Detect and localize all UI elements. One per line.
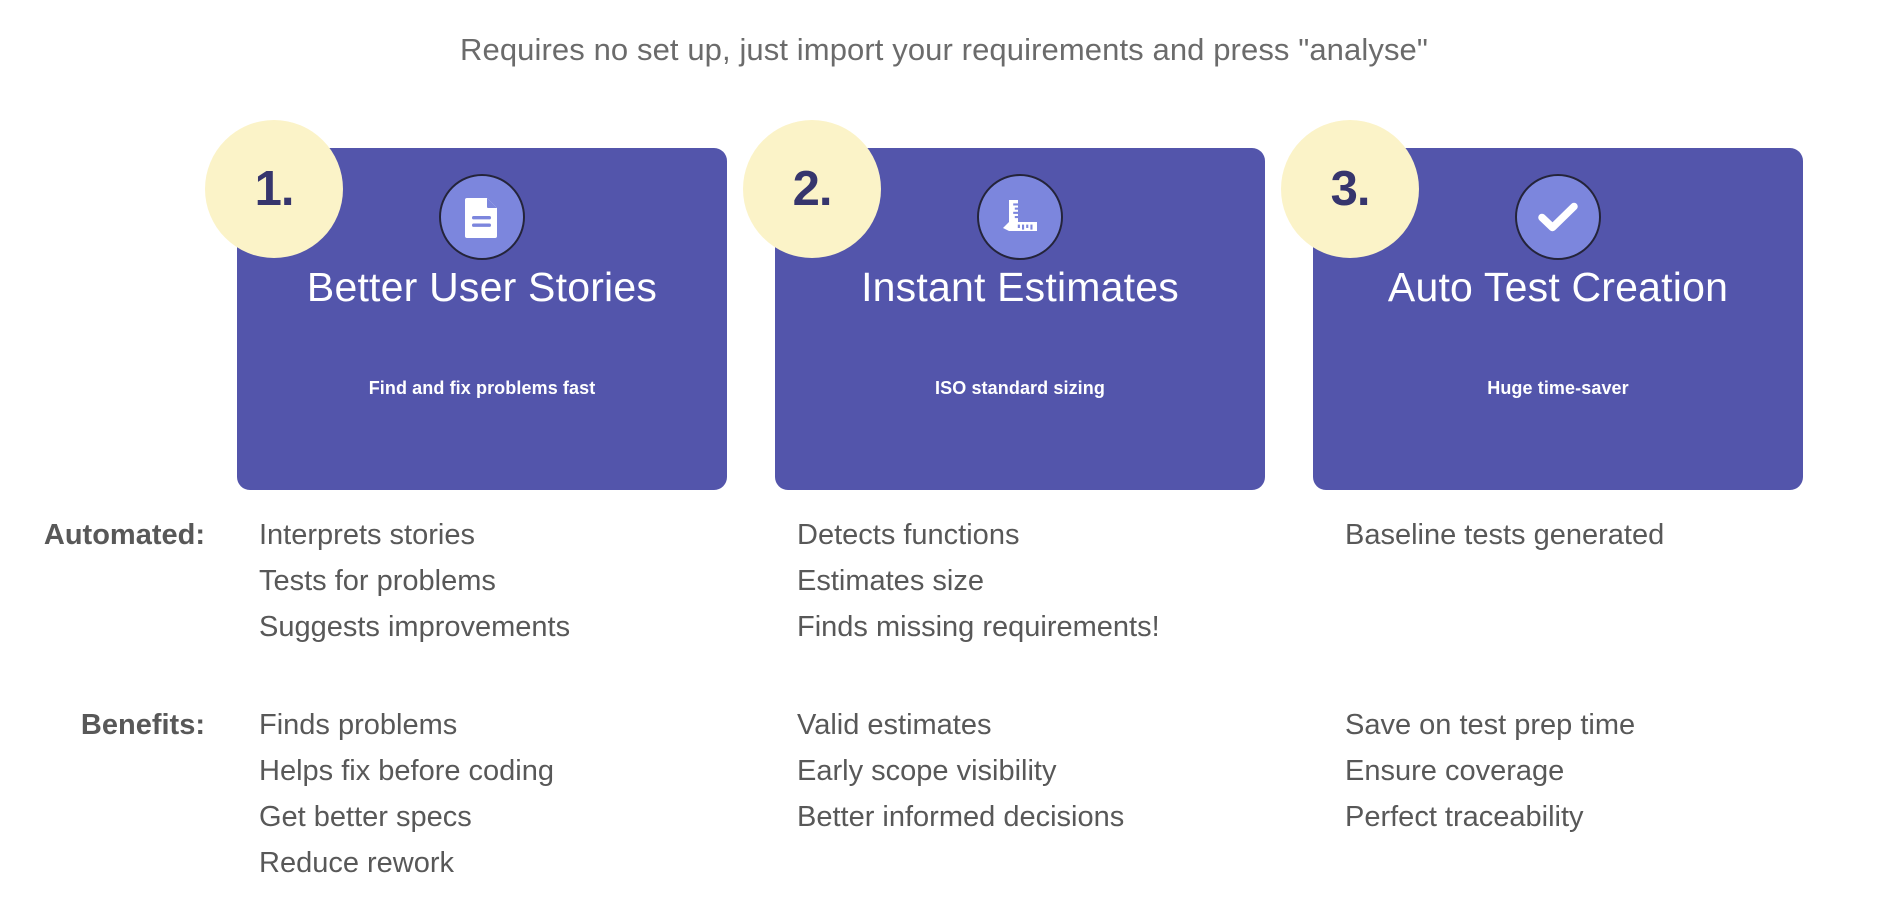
step-badge-3: 3. [1281, 120, 1419, 258]
list-item: Finds problems [259, 709, 458, 741]
detail-row-benefits: Benefits: Finds problems Helps fix befor… [0, 702, 1888, 900]
row-label-automated: Automated: [43, 519, 205, 551]
step-badge-2: 2. [743, 120, 881, 258]
benefits-column-3: Save on test prep time Ensure coverage P… [1345, 702, 1865, 840]
list-item: Helps fix before coding [259, 755, 554, 787]
card-subtitle: Find and fix problems fast [368, 378, 596, 398]
check-icon [1515, 174, 1601, 260]
detail-rows: Automated: Interprets stories Tests for … [0, 512, 1888, 900]
automated-column-1: Interprets stories Tests for problems Su… [259, 512, 779, 650]
list-item: Suggests improvements [259, 611, 571, 643]
card-title: Instant Estimates [861, 264, 1179, 310]
list-item: Valid estimates [797, 709, 992, 741]
step-number: 3. [1330, 161, 1371, 216]
list-item: Save on test prep time [1345, 709, 1636, 741]
step-number: 1. [254, 161, 295, 216]
list-item: Early scope visibility [797, 755, 1057, 787]
document-icon [439, 174, 525, 260]
step-number: 2. [792, 161, 833, 216]
benefits-column-2: Valid estimates Early scope visibility B… [797, 702, 1317, 840]
list-item: Tests for problems [259, 565, 496, 597]
feature-card-slot-1: Better User Stories Find and fix problem… [205, 120, 727, 490]
list-item: Interprets stories [259, 519, 475, 551]
list-item: Get better specs [259, 801, 472, 833]
card-title: Auto Test Creation [1387, 264, 1729, 310]
list-item: Better informed decisions [797, 801, 1125, 833]
list-item: Baseline tests generated [1345, 519, 1665, 551]
feature-card-slot-2: Instant Estimates ISO standard sizing 2. [743, 120, 1265, 490]
benefits-column-1: Finds problems Helps fix before coding G… [259, 702, 779, 886]
list-item: Ensure coverage [1345, 755, 1565, 787]
list-item: Estimates size [797, 565, 984, 597]
step-badge-1: 1. [205, 120, 343, 258]
feature-card-slot-3: Auto Test Creation Huge time-saver 3. [1281, 120, 1803, 490]
detail-row-automated: Automated: Interprets stories Tests for … [0, 512, 1888, 702]
automated-column-2: Detects functions Estimates size Finds m… [797, 512, 1317, 650]
feature-card-better-user-stories[interactable]: Better User Stories Find and fix problem… [237, 148, 727, 490]
page-tagline: Requires no set up, just import your req… [460, 32, 1428, 67]
list-item: Detects functions [797, 519, 1020, 551]
row-label-benefits: Benefits: [80, 709, 205, 741]
automated-column-3: Baseline tests generated [1345, 512, 1865, 558]
card-title: Better User Stories [306, 264, 658, 310]
list-item: Finds missing requirements! [797, 611, 1160, 643]
feature-cards-row: Better User Stories Find and fix problem… [205, 120, 1807, 490]
feature-card-instant-estimates[interactable]: Instant Estimates ISO standard sizing [775, 148, 1265, 490]
card-subtitle: Huge time-saver [1487, 378, 1629, 398]
list-item: Perfect traceability [1345, 801, 1584, 833]
list-item: Reduce rework [259, 847, 455, 879]
card-subtitle: ISO standard sizing [935, 378, 1105, 398]
ruler-icon [977, 174, 1063, 260]
